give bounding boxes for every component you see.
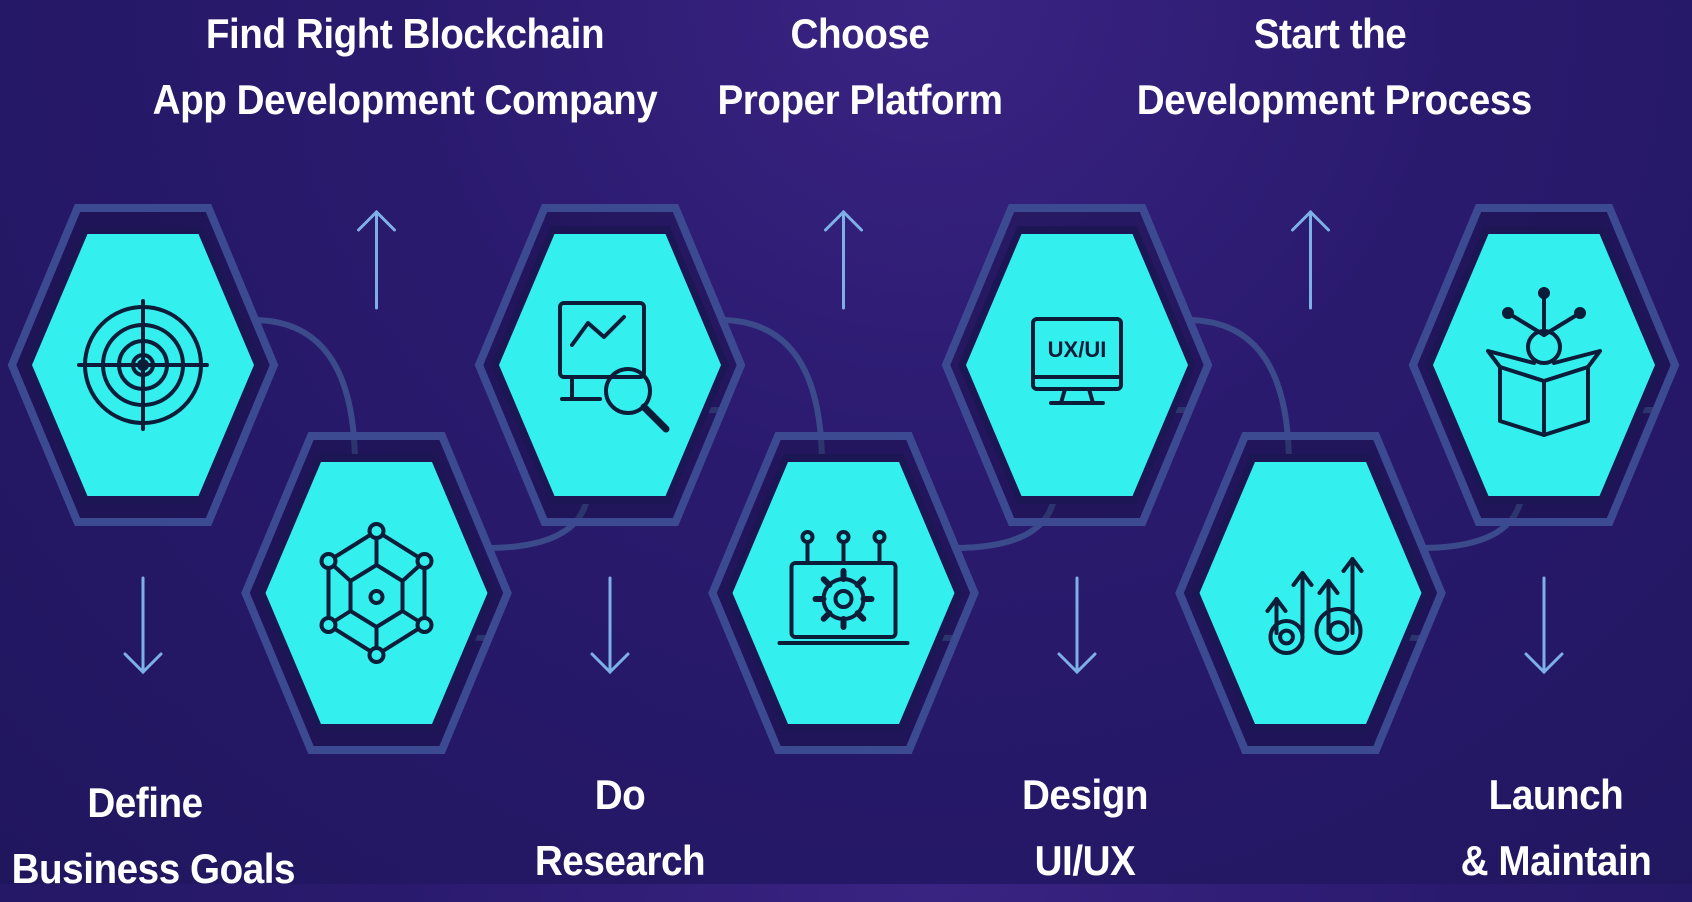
arrows <box>123 209 1564 675</box>
step-label-launch-maintain: Launch & Maintain <box>1431 762 1681 894</box>
launch-box-icon <box>1486 287 1602 437</box>
platform-gear-icon <box>777 530 910 645</box>
down-arrow-icon <box>1524 576 1564 675</box>
step-label-start-development: Start the Development Process <box>1136 1 1532 133</box>
step-label-line1: Do <box>594 771 646 818</box>
step-hexagon: UX/UI <box>941 204 1213 526</box>
step-label-line2: Proper Platform <box>717 76 1003 123</box>
step-hexagon <box>241 432 512 754</box>
step-label-line2: Business Goals <box>11 845 296 892</box>
target-icon <box>77 299 209 431</box>
growth-gears-icon <box>1265 557 1364 655</box>
research-chart-icon <box>558 301 670 433</box>
hexagons: UX/UI <box>7 204 1680 754</box>
step-label-design-uiux: Design UI/UX <box>965 762 1204 894</box>
step-label-line1: Design <box>1021 771 1149 818</box>
step-label-line1: Choose <box>790 10 930 57</box>
step-label-line2: Research <box>534 837 706 884</box>
step-label-line1: Launch <box>1488 771 1624 818</box>
step-label-line2: Development Process <box>1136 76 1532 123</box>
step-label-choose-platform: Choose Proper Platform <box>713 1 1007 133</box>
step-label-line1: Define <box>87 779 203 826</box>
step-hexagon <box>474 204 746 526</box>
step-hexagon <box>1175 432 1446 754</box>
down-arrow-icon <box>1057 576 1097 675</box>
step-label-find-company: Find Right Blockchain App Development Co… <box>152 1 658 133</box>
step-label-line2: & Maintain <box>1460 837 1652 884</box>
step-label-line1: Start the <box>1253 10 1407 57</box>
step-label-define-business-goals: Define Business Goals <box>11 770 296 902</box>
network-cube-icon <box>319 522 434 664</box>
up-arrow-icon <box>357 209 396 310</box>
up-arrow-icon <box>1291 209 1330 310</box>
up-arrow-icon <box>824 209 863 310</box>
down-arrow-icon <box>123 576 163 675</box>
step-hexagon <box>1408 204 1680 526</box>
step-hexagon <box>7 204 279 526</box>
monitor-uxui-icon: UX/UI <box>1031 317 1123 405</box>
down-arrow-icon <box>590 576 630 675</box>
step-label-line2: UI/UX <box>1034 837 1136 884</box>
step-label-line2: App Development Company <box>152 76 658 123</box>
step-label-do-research: Do Research <box>491 762 749 894</box>
monitor-icon-text: UX/UI <box>1048 337 1107 362</box>
step-hexagon <box>708 432 979 754</box>
step-label-line1: Find Right Blockchain <box>205 10 605 57</box>
